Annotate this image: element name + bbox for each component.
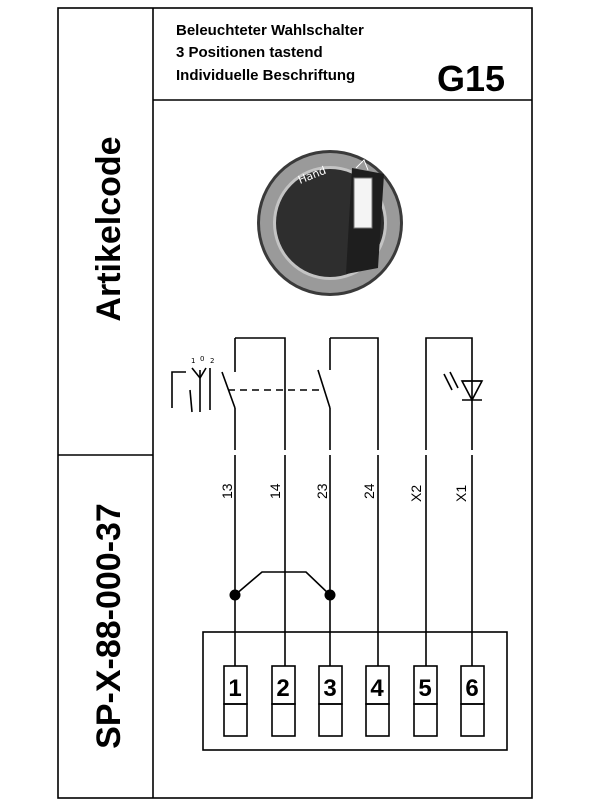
sidebar-article-number: SP-X-88-000-37 (90, 503, 128, 749)
wire-label-x2: X2 (408, 485, 424, 502)
led-ray-arrow (443, 373, 453, 391)
wire-label-x1: X1 (453, 485, 469, 502)
outer-frame (57, 7, 533, 799)
jumper-bridge (229, 571, 336, 601)
actuator-symbol (171, 371, 186, 408)
header-line-2: 3 Positionen tastend (176, 44, 323, 61)
wire-label-24: 24 (361, 483, 377, 499)
terminal-1: 1 (228, 675, 241, 702)
terminal-cells (223, 665, 485, 737)
actuator-position-2: 2 (210, 357, 214, 365)
terminal-4: 4 (370, 675, 384, 702)
terminal-3: 3 (323, 675, 336, 702)
header-line-3: Individuelle Beschriftung (176, 67, 355, 84)
contact-block-symbols: 1 0 2 (171, 337, 484, 450)
selector-switch-knob: Hand (257, 150, 403, 296)
wire-label-23: 23 (314, 483, 330, 499)
terminal-5: 5 (418, 675, 431, 702)
actuator-position-0: 0 (200, 355, 204, 363)
wire-label-13: 13 (219, 483, 235, 499)
junction-dot-23 (324, 589, 336, 601)
junction-dot-13 (229, 589, 241, 601)
sidebar-title-artikelcode: Artikelcode (90, 136, 128, 321)
terminal-2: 2 (276, 675, 289, 702)
wire-lines (234, 455, 473, 666)
product-code: G15 (437, 58, 505, 99)
terminal-6: 6 (465, 675, 478, 702)
actuator-position-1: 1 (191, 357, 195, 365)
wire-label-14: 14 (267, 483, 283, 499)
terminal-block (202, 631, 508, 751)
knob-light-window (353, 177, 373, 229)
header-line-1: Beleuchteter Wahlschalter (176, 22, 364, 39)
knob-arrow-icon (355, 159, 369, 171)
